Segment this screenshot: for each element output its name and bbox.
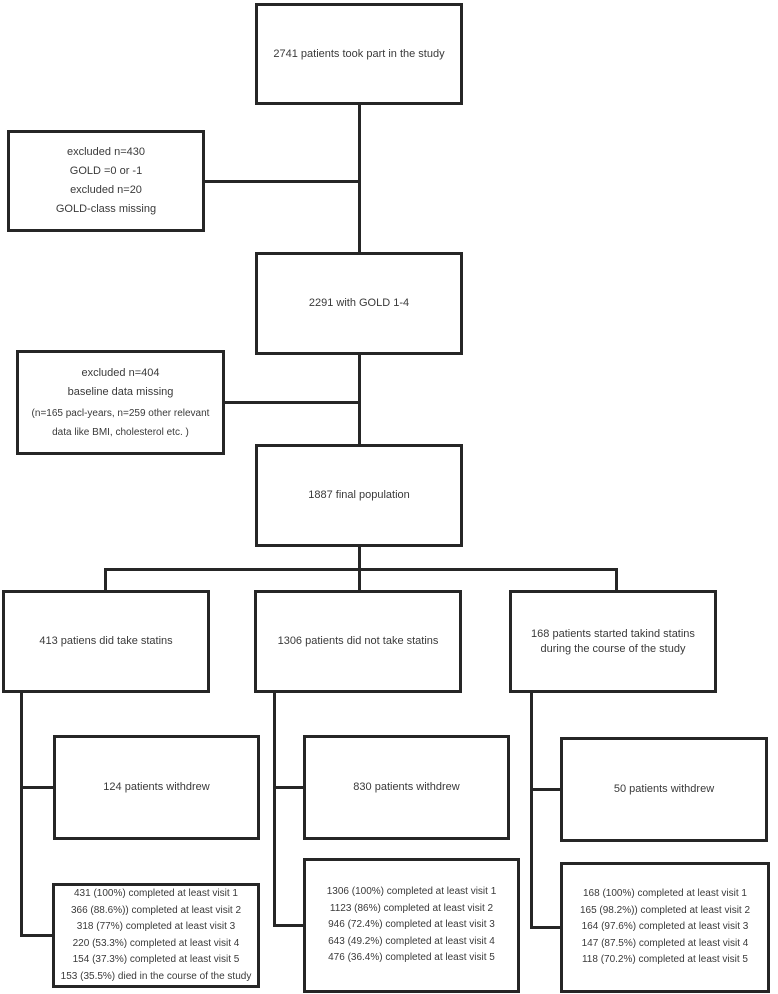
visit-line: 476 (36.4%) completed at least visit 5 (328, 952, 495, 964)
connector-col3-visits-stub (530, 926, 563, 929)
connector-drop-branch1 (104, 568, 107, 593)
box-final-population: 1887 final population (255, 444, 463, 547)
box-visits-no-statins: 1306 (100%) completed at least visit 1 1… (303, 858, 520, 993)
box-enrolled-text: 2741 patients took part in the study (273, 47, 445, 60)
visit-line: 366 (88.6%)) completed at least visit 2 (70, 904, 242, 916)
connector-branch-bar (104, 568, 618, 571)
excluded2-line: (n=165 pacl-years, n=259 other relevant … (31, 407, 210, 438)
excluded1-line: excluded n=430 (67, 146, 145, 158)
visit-line: 1306 (100%) completed at least visit 1 (326, 886, 497, 898)
excluded1-line: GOLD-class missing (55, 203, 157, 215)
branch-label: 1306 patients did not take statins (277, 635, 439, 647)
connector-col3-drop (530, 693, 533, 929)
connector-col1-visits-stub (20, 934, 55, 937)
connector-col1-withdrew-stub (20, 786, 56, 789)
connector-col1-drop (20, 693, 23, 937)
excluded1-line: excluded n=20 (70, 184, 142, 196)
excluded1-line: GOLD =0 or -1 (69, 165, 143, 177)
box-excluded-gold: excluded n=430 GOLD =0 or -1 excluded n=… (7, 130, 205, 232)
connector-col3-withdrew-stub (530, 788, 563, 791)
box-gold-1-4: 2291 with GOLD 1-4 (255, 252, 463, 355)
visit-line: 118 (70.2%) completed at least visit 5 (581, 954, 748, 966)
box-visits-statins: 431 (100%) completed at least visit 1 36… (52, 883, 260, 988)
visit-line: 643 (49.2%) completed at least visit 4 (328, 935, 495, 947)
visit-line: 165 (98.2%)) completed at least visit 2 (579, 904, 751, 916)
connector-col2-drop (273, 693, 276, 927)
connector-col2-visits-stub (273, 924, 306, 927)
connector-drop-branch3 (615, 568, 618, 593)
box-visits-started-statins: 168 (100%) completed at least visit 1 16… (560, 862, 770, 993)
visit-line: 164 (97.6%) completed at least visit 3 (581, 921, 749, 933)
visit-line: 147 (87.5%) completed at least visit 4 (581, 937, 749, 949)
withdrew-text: 830 patients withdrew (353, 781, 460, 793)
excluded2-line: excluded n=404 (81, 366, 160, 379)
box-excluded-baseline: excluded n=404 baseline data missing (n=… (16, 350, 225, 455)
connector-drop-branch2 (358, 568, 361, 593)
visit-line: 1123 (86%) completed at least visit 2 (329, 902, 494, 914)
box-branch-no-statins: 1306 patients did not take statins (254, 590, 462, 693)
connector-gold-to-final (358, 355, 361, 444)
visit-line: 220 (53.3%) completed at least visit 4 (72, 937, 240, 949)
connector-excluded1-stub (203, 180, 361, 183)
box-withdrew-no-statins: 830 patients withdrew (303, 735, 510, 840)
withdrew-text: 124 patients withdrew (103, 781, 210, 793)
excluded2-line: baseline data missing (67, 385, 174, 398)
connector-enrolled-to-gold (358, 105, 361, 252)
box-gold-text: 2291 with GOLD 1-4 (308, 297, 410, 309)
box-enrolled: 2741 patients took part in the study (255, 3, 463, 105)
box-branch-statins: 413 patiens did take statins (2, 590, 210, 693)
visit-line: 153 (35.5%) died in the course of the st… (60, 970, 252, 982)
box-branch-started-statins: 168 patients started takind statins duri… (509, 590, 717, 693)
connector-final-to-tee (358, 547, 361, 571)
connector-excluded2-stub (223, 401, 361, 404)
visit-line: 154 (37.3%) completed at least visit 5 (72, 954, 240, 965)
branch-label: 413 patiens did take statins (39, 635, 173, 647)
withdrew-text: 50 patients withdrew (613, 783, 715, 795)
visit-line: 318 (77%) completed at least visit 3 (76, 921, 236, 932)
box-withdrew-statins: 124 patients withdrew (53, 735, 260, 840)
box-final-text: 1887 final population (308, 489, 410, 501)
connector-col2-withdrew-stub (273, 786, 306, 789)
visit-line: 431 (100%) completed at least visit 1 (74, 888, 238, 899)
visit-line: 168 (100%) completed at least visit 1 (583, 888, 747, 900)
box-withdrew-started-statins: 50 patients withdrew (560, 737, 768, 842)
branch-label: 168 patients started takind statins duri… (531, 627, 695, 655)
visit-line: 946 (72.4%) completed at least visit 3 (328, 919, 495, 931)
